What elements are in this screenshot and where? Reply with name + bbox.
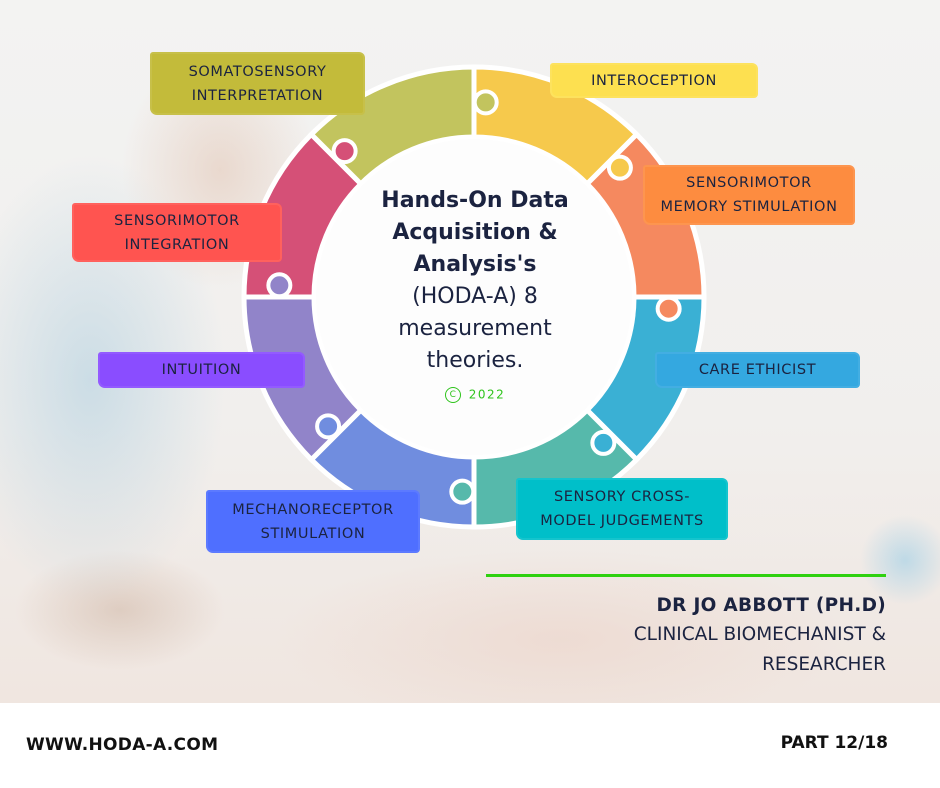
label-sensorimotor-integration: SENSORIMOTOR INTEGRATION [72, 203, 282, 262]
puzzle-tab [315, 413, 342, 440]
subtitle-line: theories. [426, 348, 524, 373]
label-mechanoreceptor: MECHANORECEPTOR STIMULATION [206, 490, 420, 553]
author-role: CLINICAL BIOMECHANIST & [633, 624, 886, 645]
puzzle-tab [590, 429, 617, 456]
title-line: Hands-On Data [381, 188, 569, 213]
label-text: MEMORY STIMULATION [660, 199, 838, 215]
label-text: CARE ETHICIST [698, 362, 817, 378]
label-text: INTERPRETATION [191, 87, 324, 104]
puzzle-tab [331, 138, 358, 165]
center-circle [316, 139, 632, 455]
copyright-year: 2022 [468, 387, 506, 402]
label-sensory-cross: SENSORY CROSS- MODEL JUDGEMENTS [516, 478, 728, 540]
author-role: RESEARCHER [762, 654, 886, 675]
center-title: Hands-On Data Acquisition & Analysis's (… [340, 185, 610, 403]
title-line: Analysis's [413, 252, 537, 277]
label-intuition: INTUITION [98, 352, 305, 388]
author-block: DR JO ABBOTT (PH.D) CLINICAL BIOMECHANIS… [634, 592, 886, 680]
part-number: PART 12/18 [780, 733, 888, 753]
label-text: SENSORIMOTOR [114, 212, 240, 229]
label-text: INTEROCEPTION [591, 72, 717, 89]
green-divider [486, 574, 886, 577]
puzzle-tab [266, 272, 293, 299]
subtitle-line: measurement [398, 316, 552, 341]
title-line: Acquisition & [392, 220, 558, 245]
puzzle-tab [449, 478, 476, 505]
label-text: INTEGRATION [124, 236, 230, 253]
copyright: C 2022 [340, 387, 610, 403]
subtitle-line: (HODA-A) 8 [412, 284, 538, 309]
copyright-icon: C [444, 387, 461, 403]
label-care-ethicist: CARE ETHICIST [655, 352, 860, 388]
puzzle-tab [655, 295, 682, 322]
label-text: MECHANORECEPTOR [232, 501, 394, 518]
label-text: MODEL JUDGEMENTS [540, 513, 704, 529]
label-text: INTUITION [161, 362, 242, 378]
website-link[interactable]: WWW.HODA-A.COM [26, 735, 219, 755]
label-text: SENSORY CROSS- [553, 489, 691, 505]
label-text: SOMATOSENSORY [188, 63, 327, 80]
puzzle-tab [606, 154, 633, 181]
label-text: SENSORIMOTOR [686, 175, 812, 191]
label-sensorimotor-memory: SENSORIMOTOR MEMORY STIMULATION [643, 165, 855, 225]
label-interoception: INTEROCEPTION [550, 63, 758, 98]
puzzle-tab [472, 89, 499, 116]
label-somatosensory: SOMATOSENSORY INTERPRETATION [150, 52, 365, 115]
label-text: STIMULATION [260, 525, 366, 542]
author-name: DR JO ABBOTT (PH.D) [656, 595, 886, 616]
